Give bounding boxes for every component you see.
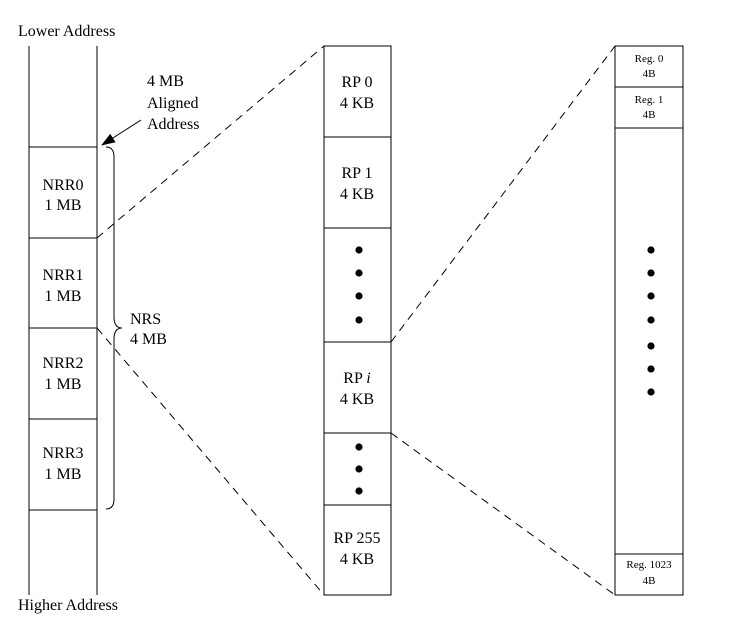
svg-text:4 MB: 4 MB (147, 73, 184, 90)
rp-name: RP 0 (342, 74, 373, 91)
nrs-brace (105, 146, 123, 510)
nrr-region-1: NRR1 1 MB (28, 237, 98, 329)
reg-size: 4B (643, 68, 656, 80)
register-reg1023: Reg. 1023 4B (614, 553, 684, 596)
nrr-name: NRR0 (43, 177, 84, 194)
nrr-name: NRR2 (43, 355, 84, 372)
nrs-label: NRS 4 MB (130, 311, 167, 348)
register-ellipsis (647, 246, 655, 396)
register-page-ellipsis-2 (323, 432, 392, 506)
nrr-size: 1 MB (45, 466, 82, 483)
aligned-address-label: 4 MB Aligned Address (147, 73, 199, 133)
svg-text:4 MB: 4 MB (130, 331, 167, 348)
rp-size: 4 KB (340, 391, 374, 408)
rp-name: RP 1 (342, 165, 373, 182)
reg-size: 4B (643, 109, 656, 121)
rp-size: 4 KB (340, 186, 374, 203)
nrr-region-0: NRR0 1 MB (28, 146, 98, 239)
register-reg0: Reg. 0 4B (614, 45, 684, 88)
svg-text:Aligned: Aligned (147, 95, 199, 112)
register-page-rpi: RP i 4 KB (323, 341, 392, 434)
rp-size: 4 KB (340, 95, 374, 112)
reg-name: Reg. 0 (635, 53, 664, 65)
rp-name: RP 255 (334, 530, 381, 547)
rp-name: RP i (343, 370, 370, 387)
aligned-address-arrow (101, 119, 142, 146)
higher-address-label: Higher Address (18, 597, 118, 614)
register-page-ellipsis-1 (323, 227, 392, 343)
nrr-size: 1 MB (45, 288, 82, 305)
reg-size: 4B (643, 575, 656, 587)
zoom-line-rpi-top (390, 45, 616, 343)
nrr-size: 1 MB (45, 197, 82, 214)
register-page-rp255: RP 255 4 KB (323, 504, 392, 596)
zoom-line-nrr0-bottom (96, 327, 325, 596)
svg-text:Address: Address (147, 116, 199, 133)
lower-address-label: Lower Address (18, 23, 115, 40)
reg-name: Reg. 1023 (626, 559, 672, 571)
zoom-line-rpi-bottom (390, 432, 616, 596)
register-reg1: Reg. 1 4B (614, 86, 684, 129)
nrr-name: NRR1 (43, 267, 84, 284)
nrr-name: NRR3 (43, 445, 84, 462)
reg-name: Reg. 1 (635, 94, 664, 106)
nrr-size: 1 MB (45, 376, 82, 393)
zoom-line-nrr0-top (96, 45, 325, 239)
rp-size: 4 KB (340, 551, 374, 568)
nrr-region-3: NRR3 1 MB (28, 418, 98, 511)
register-page-rp0: RP 0 4 KB (323, 45, 392, 138)
nrr-region-2: NRR2 1 MB (28, 327, 98, 420)
svg-text:NRS: NRS (130, 311, 161, 328)
register-page-rp1: RP 1 4 KB (323, 136, 392, 229)
